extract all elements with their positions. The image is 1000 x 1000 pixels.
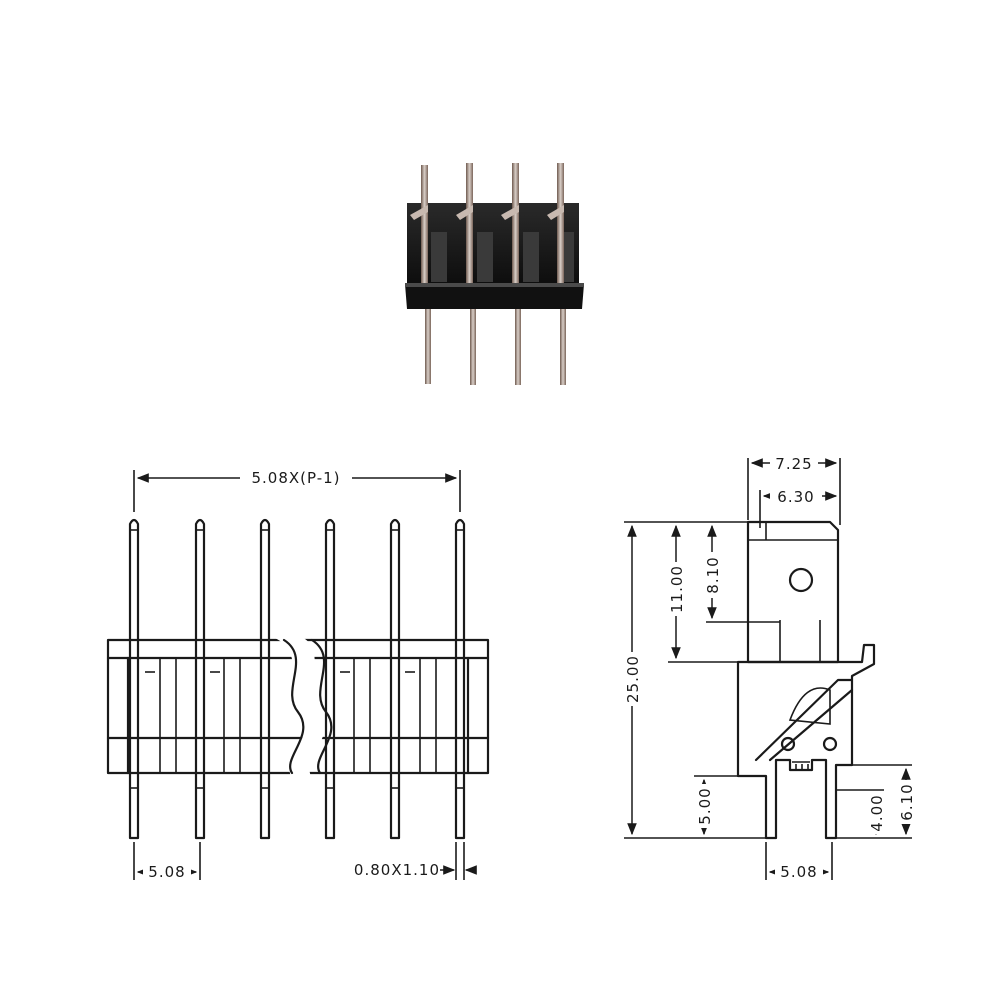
dim-label-pin-spacing: 5.08 bbox=[780, 863, 817, 881]
side-view-drawing: 7.25 6.30 25.00 bbox=[622, 454, 916, 881]
pins-lower bbox=[425, 309, 566, 385]
dim-label-pcb-pin: 5.00 bbox=[696, 787, 714, 824]
side-body bbox=[736, 643, 876, 840]
pins-upper bbox=[410, 163, 564, 283]
dim-label-top-width: 7.25 bbox=[775, 455, 812, 473]
dim-label-tab-height: 11.00 bbox=[668, 565, 686, 613]
front-view-drawing: 5.08X(P-1) bbox=[106, 466, 490, 881]
dim-label-blade-length: 8.10 bbox=[704, 556, 722, 593]
housing-base bbox=[405, 284, 584, 309]
dim-label-pin-size: 0.80X1.10 bbox=[354, 861, 440, 879]
dim-label-span: 5.08X(P-1) bbox=[251, 469, 340, 487]
dim-label-pitch: 5.08 bbox=[148, 863, 185, 881]
dim-label-total-height: 25.00 bbox=[624, 655, 642, 703]
quick-connect-tab bbox=[746, 520, 840, 664]
dim-label-foot-height: 4.00 bbox=[868, 794, 886, 831]
dim-label-foot-total: 6.10 bbox=[898, 783, 916, 820]
front-pins bbox=[128, 518, 466, 840]
product-photo bbox=[405, 163, 584, 385]
tab-hole bbox=[788, 567, 814, 593]
dim-label-tab-width: 6.30 bbox=[777, 488, 814, 506]
